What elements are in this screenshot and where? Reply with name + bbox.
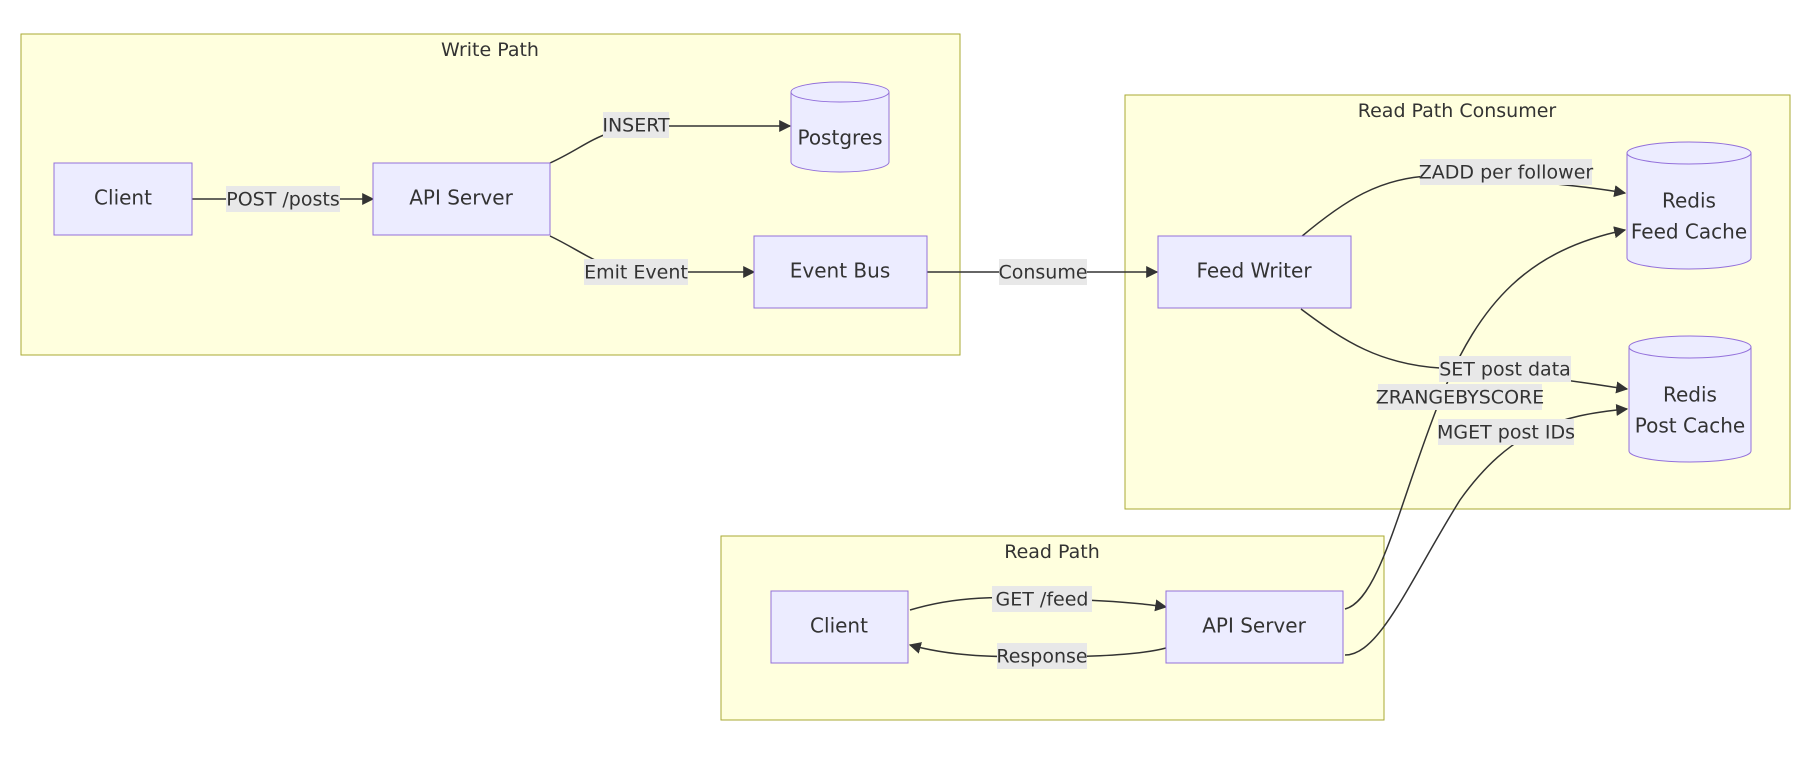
node-redis-feed-cache[interactable]: Redis Feed Cache xyxy=(1626,141,1752,270)
node-api-server-write-label: API Server xyxy=(409,186,513,210)
node-event-bus[interactable]: Event Bus xyxy=(753,235,928,309)
edge-label-post-posts: POST /posts xyxy=(226,186,340,212)
edge-label-get-feed: GET /feed xyxy=(992,586,1092,612)
edge-label-zrangebyscore: ZRANGEBYSCORE xyxy=(1376,384,1544,410)
node-feed-writer[interactable]: Feed Writer xyxy=(1157,235,1352,309)
cluster-read-consumer-title: Read Path Consumer xyxy=(1358,100,1557,122)
edge-mget xyxy=(1344,403,1629,656)
label-get-feed: GET /feed xyxy=(996,589,1089,611)
nodes: Client API Server Postgres Event Bus Fee… xyxy=(53,81,1752,664)
node-redis-post-cache[interactable]: Redis Post Cache xyxy=(1628,335,1752,463)
node-api-server-write[interactable]: API Server xyxy=(372,162,551,236)
cluster-write-path-title: Write Path xyxy=(441,39,539,61)
edge-label-insert: INSERT xyxy=(602,112,670,138)
node-event-bus-label: Event Bus xyxy=(790,259,890,283)
node-postgres-label: Postgres xyxy=(797,126,882,150)
edge-label-emit-event: Emit Event xyxy=(584,259,688,285)
label-consume: Consume xyxy=(998,262,1087,284)
edge-label-set-post: SET post data xyxy=(1439,356,1571,382)
node-redis-post-label-1: Redis xyxy=(1663,383,1717,407)
edge-label-mget: MGET post IDs xyxy=(1437,419,1575,445)
node-client-write[interactable]: Client xyxy=(53,162,193,236)
cluster-read-path-title: Read Path xyxy=(1004,541,1100,563)
label-zrangebyscore: ZRANGEBYSCORE xyxy=(1376,387,1544,409)
node-redis-feed-label-2: Feed Cache xyxy=(1631,220,1747,244)
label-emit-event: Emit Event xyxy=(584,262,688,284)
node-client-write-label: Client xyxy=(94,186,152,210)
label-response: Response xyxy=(996,646,1087,668)
node-api-server-read[interactable]: API Server xyxy=(1165,590,1344,664)
edge-label-zadd: ZADD per follower xyxy=(1419,159,1594,185)
node-feed-writer-label: Feed Writer xyxy=(1196,259,1312,283)
node-api-server-read-label: API Server xyxy=(1202,614,1306,638)
node-client-read[interactable]: Client xyxy=(770,590,909,664)
node-client-read-label: Client xyxy=(810,614,868,638)
edge-label-consume: Consume xyxy=(998,259,1088,285)
node-redis-feed-label-1: Redis xyxy=(1662,189,1716,213)
edge-labels: POST /posts INSERT Emit Event Consume ZA… xyxy=(226,112,1593,669)
node-redis-post-label-2: Post Cache xyxy=(1635,414,1745,438)
edge-label-response: Response xyxy=(996,643,1088,669)
label-post-posts: POST /posts xyxy=(226,189,339,211)
label-insert: INSERT xyxy=(602,115,670,137)
node-postgres[interactable]: Postgres xyxy=(790,81,890,173)
label-mget: MGET post IDs xyxy=(1437,422,1575,444)
label-set-post: SET post data xyxy=(1439,359,1571,381)
label-zadd: ZADD per follower xyxy=(1419,162,1594,184)
